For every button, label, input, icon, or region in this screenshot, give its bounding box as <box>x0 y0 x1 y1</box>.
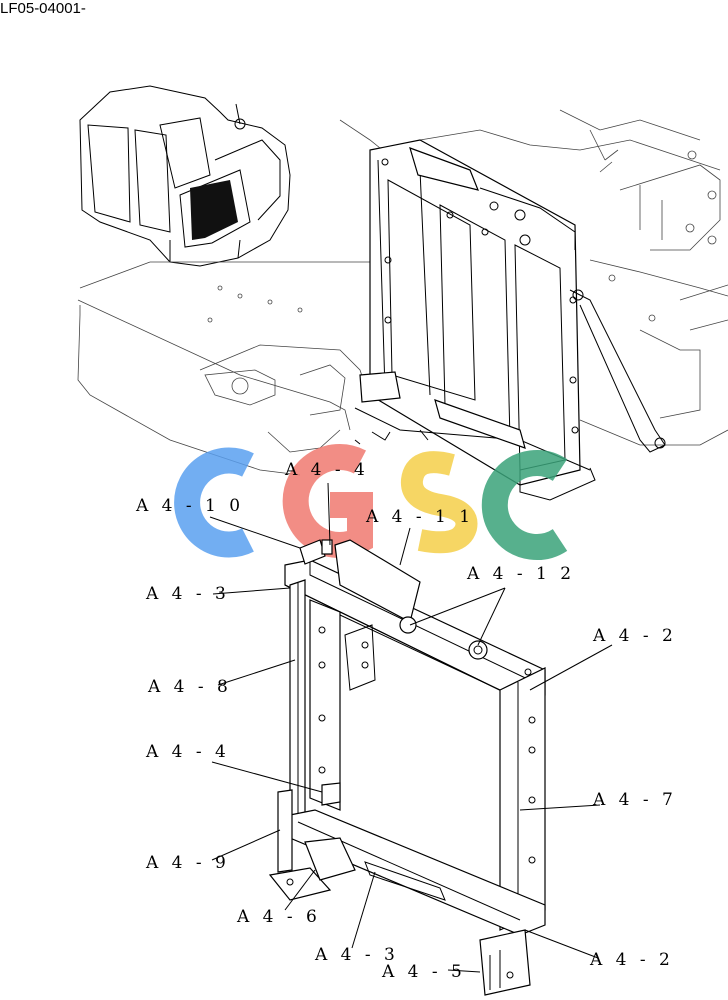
callout-a4-2-top: A 4 - 2 <box>592 626 677 646</box>
callout-a4-11: A 4 - 1 1 <box>365 507 474 527</box>
callout-a4-8: A 4 - 8 <box>147 677 232 697</box>
callout-a4-9: A 4 - 9 <box>145 853 230 873</box>
watermark-letter-c1 <box>174 447 254 558</box>
radiator-assembly-installed <box>354 139 666 501</box>
callout-a4-3-bottom: A 4 - 3 <box>314 945 399 965</box>
excavator-cab-illustration <box>79 85 291 267</box>
callout-a4-5: A 4 - 5 <box>381 962 466 982</box>
callout-a4-7: A 4 - 7 <box>592 790 677 810</box>
callout-a4-3-top: A 4 - 3 <box>145 584 230 604</box>
watermark-letter-s <box>400 451 478 554</box>
callout-a4-2-bottom: A 4 - 2 <box>589 950 674 970</box>
callout-a4-10: A 4 - 1 0 <box>135 496 244 516</box>
callout-a4-4-top: A 4 - 4 <box>284 460 369 480</box>
machine-deck-background <box>77 109 728 476</box>
callout-labels: A 4 - 4 A 4 - 1 0 A 4 - 1 1 A 4 - 1 2 A … <box>135 460 677 982</box>
watermark-letter-c2 <box>481 450 568 560</box>
callout-a4-4-mid: A 4 - 4 <box>145 742 230 762</box>
document-code: LF05-04001- <box>0 0 86 17</box>
radiator-frame-exploded <box>268 539 546 996</box>
leader-lines <box>209 482 613 973</box>
callout-a4-12: A 4 - 1 2 <box>466 564 575 584</box>
callout-a4-6: A 4 - 6 <box>236 907 321 927</box>
